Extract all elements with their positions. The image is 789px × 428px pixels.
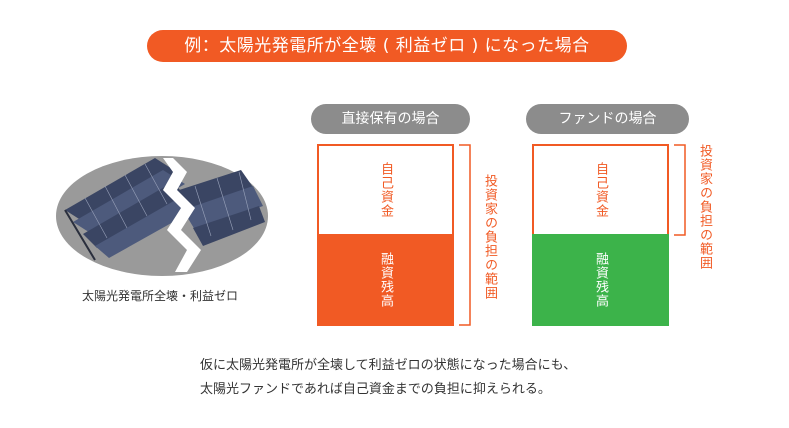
direct-equity-label: 自己資金 [378,162,393,218]
solar-panels-left [64,158,191,261]
fund-loan-label: 融資残高 [593,252,608,308]
direct-loan-box: 融資残高 [317,234,454,326]
fund-scope-label: 投資家の負担の範囲 [697,144,712,270]
direct-loan-label: 融資残高 [378,252,393,308]
fund-equity-label: 自己資金 [593,162,608,218]
fund-loan-box: 融資残高 [532,234,669,326]
direct-scope-label: 投資家の負担の範囲 [482,174,497,300]
fund-scope-bracket [674,144,686,236]
direct-scope-bracket [459,144,471,326]
explanation-note: 仮に太陽光発電所が全壊して利益ゼロの状態になった場合にも、 太陽光ファンドであれ… [200,354,576,402]
direct-equity-box: 自己資金 [317,144,454,236]
illustration-caption: 太陽光発電所全壊・利益ゼロ [81,289,238,303]
fund-equity-box: 自己資金 [532,144,669,236]
direct-ownership-label: 直接保有の場合 [311,104,470,134]
title-banner: 例：太陽光発電所が全壊 ( 利益ゼロ ) になった場合 [147,30,627,62]
panel-grid [84,163,252,239]
note-line-1: 仮に太陽光発電所が全壊して利益ゼロの状態になった場合にも、 [200,358,577,373]
broken-solar-plant-illustration [56,156,268,276]
note-line-2: 太陽光ファンドであれば自己資金までの負担に抑えられる。 [200,382,551,397]
fund-label: ファンドの場合 [526,104,689,134]
crack [163,158,201,272]
